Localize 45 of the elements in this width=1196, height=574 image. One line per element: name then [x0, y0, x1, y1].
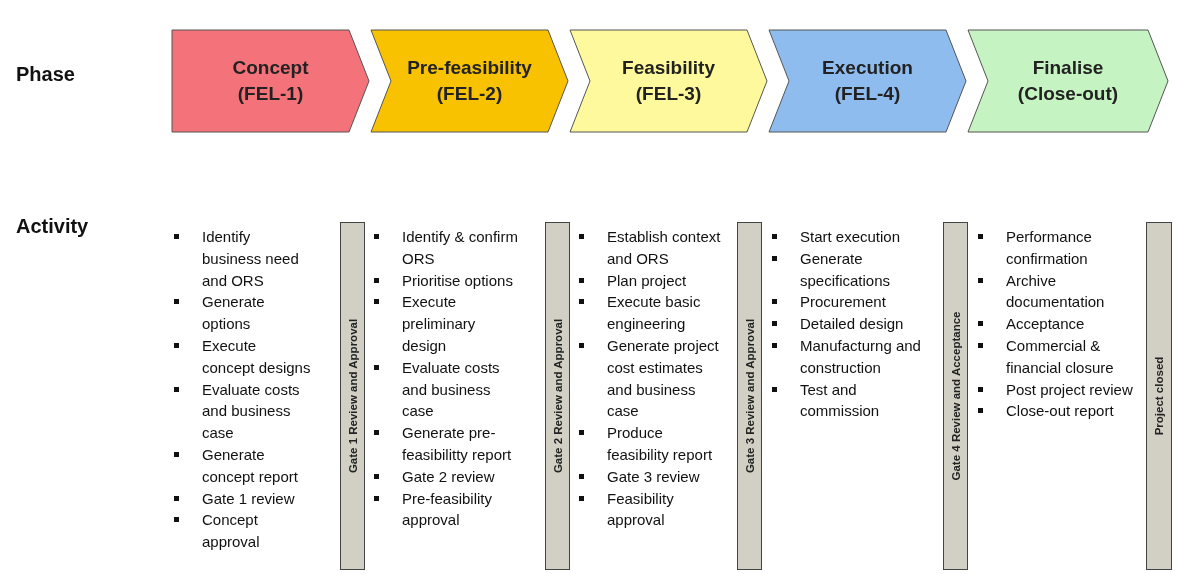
activity-item: Post project review — [976, 378, 1138, 401]
activity-item: Execute basic engineering — [577, 291, 727, 335]
activity-item: Close-out report — [976, 400, 1138, 423]
activity-item: Performance confirmation — [976, 226, 1138, 270]
phase-name: Execution (FEL-4) — [821, 56, 914, 106]
activity-item: Pre-feasibility approval — [372, 487, 520, 532]
gate-bar: Gate 3 Review and Approval — [737, 222, 762, 570]
activity-item: Generate specifications — [770, 247, 930, 292]
gate-bar: Project closed — [1146, 222, 1172, 570]
activity-item: Concept approval — [172, 509, 312, 553]
activity-item: Acceptance — [976, 313, 1138, 335]
activity-item: Execute preliminary design — [372, 291, 520, 357]
activity-item: Evaluate costs and business case — [172, 378, 312, 444]
activity-item: Test and commission — [770, 378, 930, 423]
activity-item: Generate concept report — [172, 443, 312, 488]
phase-name: Finalise (Close-out) — [1016, 56, 1120, 106]
gate-bar: Gate 4 Review and Acceptance — [943, 222, 968, 570]
activity-item: Establish context and ORS — [577, 226, 727, 270]
activity-item: Commercial & financial closure — [976, 335, 1138, 379]
gate-bar: Gate 2 Review and Approval — [545, 222, 570, 570]
activity-item: Feasibility approval — [577, 487, 727, 532]
activity-item: Generate project cost estimates and business case — [577, 335, 727, 423]
activity-item: Prioritise options — [372, 269, 520, 292]
activity-item: Identify business need and ORS — [172, 226, 312, 292]
phase-name: Pre-feasibility (FEL-2) — [406, 56, 533, 106]
activity-item: Evaluate costs and business case — [372, 356, 520, 423]
activity-item: Plan project — [577, 269, 727, 292]
activity-item: Generate pre-feasibilitty report — [372, 422, 520, 466]
activity-item: Procurement — [770, 291, 930, 314]
activity-item: Gate 2 review — [372, 465, 520, 488]
gate-bar: Gate 1 Review and Approval — [340, 222, 365, 570]
activity-item: Detailed design — [770, 313, 930, 335]
activity-item: Archive documentation — [976, 269, 1138, 314]
activity-item: Execute concept designs — [172, 335, 312, 379]
activity-item: Gate 1 review — [172, 487, 312, 510]
activity-item: Produce feasibility report — [577, 422, 727, 466]
row-heading: Phase — [16, 64, 75, 86]
activity-item: Generate options — [172, 291, 312, 335]
phase-name: Concept (FEL-1) — [231, 56, 310, 106]
activity-item: Manufacturng and construction — [770, 335, 930, 379]
row-heading: Activity — [16, 216, 89, 238]
activity-item: Identify & confirm ORS — [372, 226, 520, 270]
activity-item: Gate 3 review — [577, 465, 727, 488]
phase-name: Feasibility (FEL-3) — [621, 56, 716, 106]
activity-item: Start execution — [770, 226, 930, 248]
